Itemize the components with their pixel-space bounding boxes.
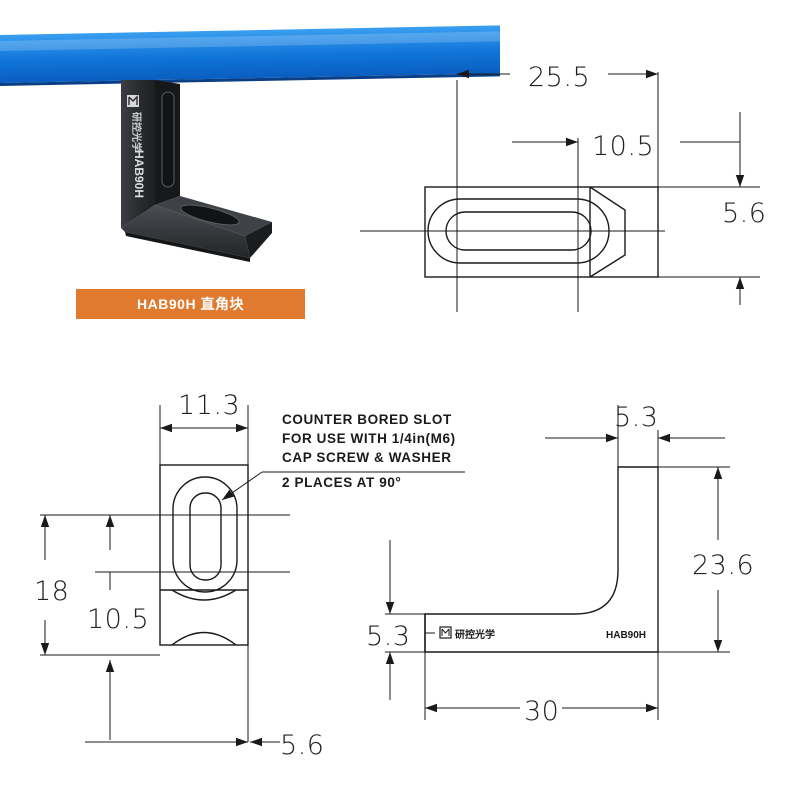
dim-side-thickness-base: 5.3 bbox=[366, 621, 410, 652]
dim-front-slot-length: 10.5 bbox=[87, 604, 149, 635]
product-label: HAB90H 直角块 bbox=[76, 289, 305, 319]
dim-front-width: 11.3 bbox=[178, 390, 240, 421]
dim-front-height: 18 bbox=[34, 576, 69, 607]
dim-top-height: 5.6 bbox=[722, 198, 766, 229]
model-text-photo: HAB90H bbox=[132, 150, 146, 198]
product-photo: 研控光学 HAB90H bbox=[121, 80, 272, 262]
dim-side-length: 30 bbox=[524, 696, 559, 727]
callout-line-1: COUNTER BORED SLOT bbox=[282, 412, 452, 427]
callout-line-2: FOR USE WITH 1/4in(M6) bbox=[282, 431, 456, 446]
brand-logo-icon bbox=[127, 95, 139, 107]
callout-line-3: CAP SCREW & WASHER bbox=[282, 450, 452, 465]
dim-side-thickness-top: 5.3 bbox=[614, 402, 658, 433]
callout-line-4: 2 PLACES AT 90° bbox=[282, 475, 401, 490]
side-view-brand-text: 研控光学 bbox=[455, 628, 495, 641]
front-view bbox=[40, 405, 465, 747]
brand-text-photo: 研控光学 bbox=[130, 112, 143, 152]
top-view bbox=[360, 69, 760, 312]
dim-side-height: 23.6 bbox=[692, 550, 754, 581]
side-view-brand-icon bbox=[439, 626, 452, 639]
side-view bbox=[385, 405, 730, 720]
callout-note: COUNTER BORED SLOT FOR USE WITH 1/4in(M6… bbox=[282, 412, 456, 490]
dim-top-total-width: 25.5 bbox=[528, 62, 590, 93]
side-view-model-text: HAB90H bbox=[606, 630, 646, 641]
dim-front-base: 5.6 bbox=[280, 730, 324, 761]
dim-top-slot-span: 10.5 bbox=[592, 131, 654, 162]
